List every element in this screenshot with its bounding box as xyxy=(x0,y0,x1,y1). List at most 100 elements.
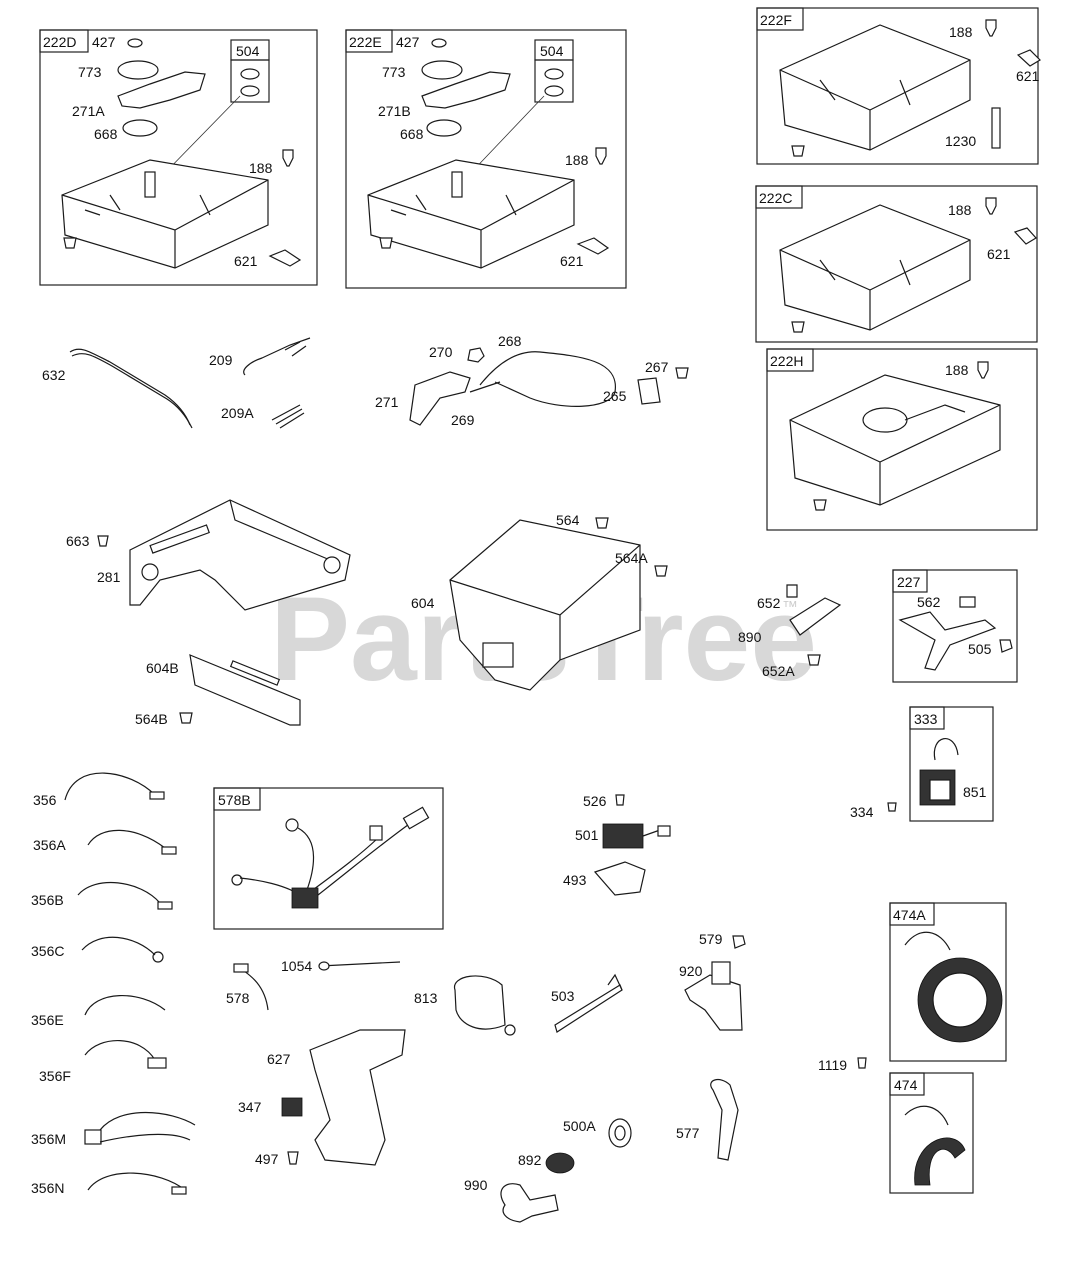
box-222F xyxy=(756,7,1039,165)
wire-356C xyxy=(81,936,156,956)
washer-500A-hole xyxy=(614,1125,626,1141)
harness-578B-connector xyxy=(291,887,319,909)
bolt-188-a xyxy=(282,149,294,167)
handle-577 xyxy=(710,1078,739,1161)
box-474-tag: 474 xyxy=(894,1077,918,1093)
label-188c: 188 xyxy=(948,202,972,218)
label-578: 578 xyxy=(226,990,250,1006)
bracket-281 xyxy=(129,499,351,611)
group-harness: 356 356A 356B 356C 356E 356F 356M 356N xyxy=(31,772,196,1196)
regulator-501-plug xyxy=(657,825,671,837)
label-1230: 1230 xyxy=(945,133,976,149)
box-504-a-tag: 504 xyxy=(236,43,260,59)
screw-564A xyxy=(654,565,668,577)
plate-604B-slot xyxy=(229,660,281,686)
lever-271 xyxy=(409,371,471,426)
label-990: 990 xyxy=(464,1177,488,1193)
label-1054: 1054 xyxy=(281,958,312,974)
wire-356A-plug xyxy=(161,846,177,855)
label-268: 268 xyxy=(498,333,522,349)
box-222C xyxy=(755,185,1038,343)
label-356E: 356E xyxy=(31,1012,64,1028)
screw-267 xyxy=(675,367,689,379)
label-663: 663 xyxy=(66,533,90,549)
screw-564 xyxy=(595,517,609,529)
strip-503-end xyxy=(607,973,623,991)
label-773b: 773 xyxy=(382,64,406,80)
group-bottom-parts: 500A 577 892 990 1119 xyxy=(464,1057,867,1223)
group-604: 564 564A 604 xyxy=(411,512,668,691)
nut-579 xyxy=(732,935,746,949)
spring-632 xyxy=(69,348,191,426)
box-222F-tag: 222F xyxy=(760,12,792,28)
bolt-222H xyxy=(813,499,827,511)
tie-1054-head xyxy=(318,961,330,971)
group-222F: 222F 188 621 1230 xyxy=(756,7,1041,165)
clip-621-f xyxy=(1016,49,1041,67)
bracket-222C xyxy=(779,204,971,331)
label-356N: 356N xyxy=(31,1180,64,1196)
group-604B: 604B 564B xyxy=(135,654,301,727)
box-222E xyxy=(345,29,627,289)
group-474: 474 xyxy=(889,1072,974,1194)
bolt-222C xyxy=(791,321,805,333)
harness-578B-plug-2 xyxy=(402,806,430,830)
screw-1119 xyxy=(857,1057,867,1069)
lever-222H xyxy=(904,404,966,421)
group-333: 333 851 334 xyxy=(850,706,994,822)
group-227: 227 562 505 xyxy=(892,569,1018,683)
label-621b: 621 xyxy=(560,253,584,269)
spring-632-inner xyxy=(71,353,193,429)
box-504-a xyxy=(230,59,270,103)
knob-990 xyxy=(500,1183,559,1223)
label-209: 209 xyxy=(209,352,233,368)
wire-356C-ring xyxy=(152,951,164,963)
regulator-501-wire xyxy=(642,829,661,837)
box-474A xyxy=(889,902,1007,1062)
stud-1230 xyxy=(991,107,1001,149)
cover-604-switch xyxy=(482,642,514,668)
label-564A: 564A xyxy=(615,550,648,566)
label-209A: 209A xyxy=(221,405,254,421)
label-621c: 621 xyxy=(987,246,1011,262)
group-474A: 474A xyxy=(889,902,1007,1062)
bolt-222F xyxy=(791,145,805,157)
label-356M: 356M xyxy=(31,1131,66,1147)
box-333 xyxy=(909,706,994,822)
harness-578B-ring-2 xyxy=(231,874,243,886)
box-333-tag-frame xyxy=(909,706,945,730)
wire-356 xyxy=(64,772,156,801)
label-627: 627 xyxy=(267,1051,291,1067)
plate-604B xyxy=(189,654,301,726)
regulator-501 xyxy=(602,823,644,849)
label-356A: 356A xyxy=(33,837,66,853)
part-271A xyxy=(117,71,206,109)
wire-356A xyxy=(87,829,166,849)
box-227 xyxy=(892,569,1018,683)
label-920: 920 xyxy=(679,963,703,979)
label-265: 265 xyxy=(603,388,627,404)
label-493: 493 xyxy=(563,872,587,888)
box-222C-tag: 222C xyxy=(759,190,792,206)
bracket-222D xyxy=(61,159,269,269)
wire-578-tip xyxy=(233,963,249,973)
lever-227 xyxy=(898,611,997,671)
bracket-222D-slots xyxy=(84,194,211,216)
label-892: 892 xyxy=(518,1152,542,1168)
box-578B-tag: 578B xyxy=(218,792,251,808)
label-347: 347 xyxy=(238,1099,262,1115)
label-271: 271 xyxy=(375,394,399,410)
stator-474A-wire xyxy=(904,931,951,951)
bracket-281-knob-2 xyxy=(323,556,341,574)
box-222F-tag-frame xyxy=(756,7,804,31)
bolt-188-h xyxy=(977,361,989,379)
wire-356E xyxy=(84,994,166,1016)
label-356B: 356B xyxy=(31,892,64,908)
bracket-222C-edges xyxy=(779,239,971,330)
label-356: 356 xyxy=(33,792,57,808)
bolt-652 xyxy=(786,584,798,598)
box-227-tag-frame xyxy=(892,569,928,593)
wire-356N-plug xyxy=(171,1186,187,1195)
screw-526 xyxy=(615,794,625,806)
group-cable: 270 268 271 269 267 265 xyxy=(375,333,689,428)
